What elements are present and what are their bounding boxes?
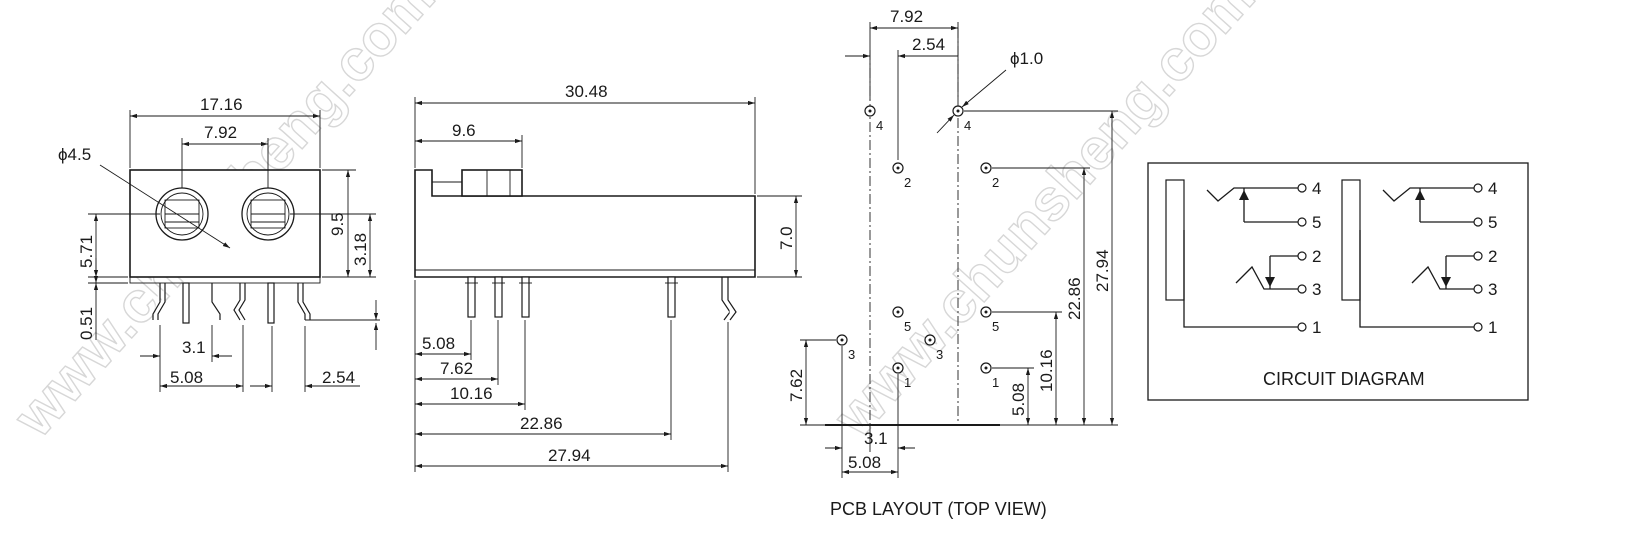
pcb-pin-4b: 4 (964, 118, 971, 133)
front-view: 17.16 7.92 ϕ4.5 9.5 3.18 5.71 0.51 (58, 95, 380, 392)
pcb-pin-2b: 2 (992, 175, 999, 190)
dim-5-71: 5.71 (77, 235, 96, 268)
circuit-diagram-caption: CIRCUIT DIAGRAM (1263, 369, 1425, 389)
circuit-left-jack: 4 5 2 3 1 (1165, 179, 1321, 337)
circuit-right-pin-4: 4 (1488, 179, 1497, 198)
circuit-left-pin-4: 4 (1312, 179, 1321, 198)
circuit-right-jack: 4 5 2 3 1 (1341, 179, 1497, 337)
circuit-left-pin-2: 2 (1312, 247, 1321, 266)
dim-7-92-front: 7.92 (204, 123, 237, 142)
dim-7-62-pcb: 7.62 (787, 369, 806, 402)
pcb-pin-3b: 3 (936, 347, 943, 362)
dim-0-51: 0.51 (77, 307, 96, 340)
dim-7-62-side: 7.62 (440, 359, 473, 378)
circuit-frame (1147, 162, 1529, 401)
dim-9-5: 9.5 (328, 212, 347, 236)
dim-phi-4-5: ϕ4.5 (58, 145, 91, 164)
front-pins (152, 282, 311, 324)
circuit-right-pin-5: 5 (1488, 213, 1497, 232)
circuit-diagram: 4 5 2 3 1 4 5 2 3 1 (1147, 162, 1529, 401)
dim-3-18: 3.18 (351, 233, 370, 266)
circuit-right-pin-3: 3 (1488, 280, 1497, 299)
dim-17-16: 17.16 (200, 95, 243, 114)
pcb-pin-1a: 1 (904, 375, 911, 390)
circuit-right-pin-1: 1 (1488, 318, 1497, 337)
pcb-pin-1b: 1 (992, 375, 999, 390)
dim-22-86-pcb: 22.86 (1065, 277, 1084, 320)
dim-7-92-pcb: 7.92 (890, 7, 923, 26)
dim-3-1-pcb: 3.1 (864, 429, 888, 448)
pcb-pin-5b: 5 (992, 319, 999, 334)
pcb-pin-3a: 3 (848, 347, 855, 362)
circuit-left-pin-5: 5 (1312, 213, 1321, 232)
dim-27-94-side: 27.94 (548, 446, 591, 465)
dim-27-94-pcb: 27.94 (1093, 249, 1112, 292)
pcb-layout: 4 4 2 2 5 5 3 3 1 1 7.92 2.54 ϕ1.0 27.94… (787, 7, 1118, 519)
dim-5-08-pcb-bottom: 5.08 (848, 453, 881, 472)
dim-3-1-front: 3.1 (182, 338, 206, 357)
dim-10-16-side: 10.16 (450, 384, 493, 403)
pcb-layout-caption: PCB LAYOUT (TOP VIEW) (830, 499, 1047, 519)
dim-30-48: 30.48 (565, 82, 608, 101)
dim-9-6: 9.6 (452, 121, 476, 140)
pcb-pin-5a: 5 (904, 319, 911, 334)
side-pins (465, 276, 737, 321)
pcb-holes (836, 105, 992, 374)
side-view: 30.48 9.6 7.0 5.08 7.62 10.16 22.86 27.9… (414, 82, 802, 472)
circuit-left-pin-3: 3 (1312, 280, 1321, 299)
dim-2-54-pcb: 2.54 (912, 35, 945, 54)
dim-10-16-pcb: 10.16 (1037, 349, 1056, 392)
circuit-left-pin-1: 1 (1312, 318, 1321, 337)
dim-phi-1-0: ϕ1.0 (1010, 49, 1043, 68)
front-body (129, 169, 321, 278)
pcb-pin-4a: 4 (876, 118, 883, 133)
pcb-pin-2a: 2 (904, 175, 911, 190)
dim-5-08-front: 5.08 (170, 368, 203, 387)
dim-22-86-side: 22.86 (520, 414, 563, 433)
dim-5-08-pcb-right: 5.08 (1009, 383, 1028, 416)
dim-7-0: 7.0 (777, 226, 796, 250)
circuit-right-pin-2: 2 (1488, 247, 1497, 266)
dim-5-08-side: 5.08 (422, 334, 455, 353)
dim-2-54-front: 2.54 (322, 368, 355, 387)
